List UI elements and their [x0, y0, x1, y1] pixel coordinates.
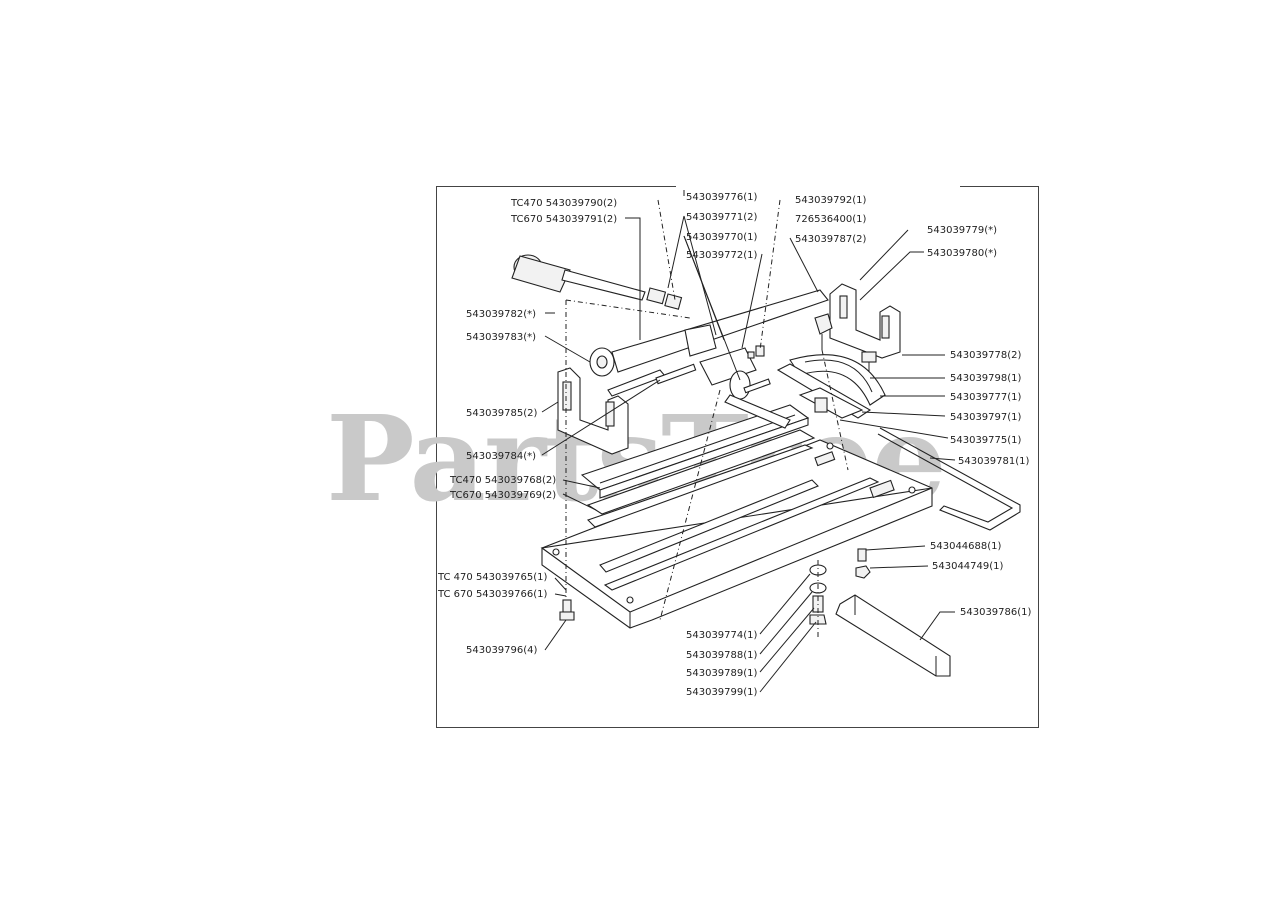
- part-label: 543044749(1): [932, 561, 1004, 572]
- part-label: 543039775(1): [950, 435, 1022, 446]
- part-label: 543039776(1): [686, 192, 758, 203]
- part-label: 543039771(2): [686, 212, 758, 223]
- part-label: 543039784(*): [466, 451, 536, 462]
- frame-top-left: [436, 186, 676, 187]
- part-label: 543039789(1): [686, 668, 758, 679]
- cover-channel: [835, 594, 951, 677]
- part-label: 726536400(1): [795, 214, 867, 225]
- part-label: 543039782(*): [466, 309, 536, 320]
- part-label: 543044688(1): [930, 541, 1002, 552]
- part-label: 543039785(2): [466, 408, 538, 419]
- center-lines: [565, 199, 849, 640]
- part-label: 543039783(*): [466, 332, 536, 343]
- part-label: TC 670 543039766(1): [437, 589, 547, 600]
- part-label: 543039797(1): [950, 412, 1022, 423]
- base-plate: [540, 439, 933, 629]
- part-label: 543039799(1): [686, 687, 758, 698]
- part-label: 543039778(2): [950, 350, 1022, 361]
- part-label: TC470 543039768(2): [449, 475, 556, 486]
- part-label: 543039798(1): [950, 373, 1022, 384]
- right-bracket: [814, 283, 901, 359]
- slide-rails: [580, 404, 816, 528]
- part-label: 543039772(1): [686, 250, 758, 261]
- part-label: TC670 543039791(2): [510, 214, 617, 225]
- part-label: 543039787(2): [795, 234, 867, 245]
- part-label: TC670 543039769(2): [449, 490, 556, 501]
- handle-assembly: [511, 254, 829, 429]
- leader-lines: [541, 190, 956, 693]
- part-label: 543039781(1): [958, 456, 1030, 467]
- frame-top-right: [960, 186, 1039, 187]
- part-labels: TC470 543039790(2) TC670 543039791(2) 54…: [437, 192, 1032, 698]
- part-label: 543039777(1): [950, 392, 1022, 403]
- angle-guide: [776, 351, 886, 419]
- part-label: 543039788(1): [686, 650, 758, 661]
- part-label: 543039770(1): [686, 232, 758, 243]
- part-label: TC470 543039790(2): [510, 198, 617, 209]
- diagram-frame: [436, 186, 1039, 728]
- part-label: 543039792(1): [795, 195, 867, 206]
- part-label: TC 470 543039765(1): [437, 572, 547, 583]
- part-label: 543039779(*): [927, 225, 997, 236]
- left-bracket: [557, 367, 666, 455]
- side-rod: [877, 427, 1021, 531]
- part-label: 543039786(1): [960, 607, 1032, 618]
- part-label: 543039780(*): [927, 248, 997, 259]
- part-label: 543039796(4): [466, 645, 538, 656]
- part-label: 543039774(1): [686, 630, 758, 641]
